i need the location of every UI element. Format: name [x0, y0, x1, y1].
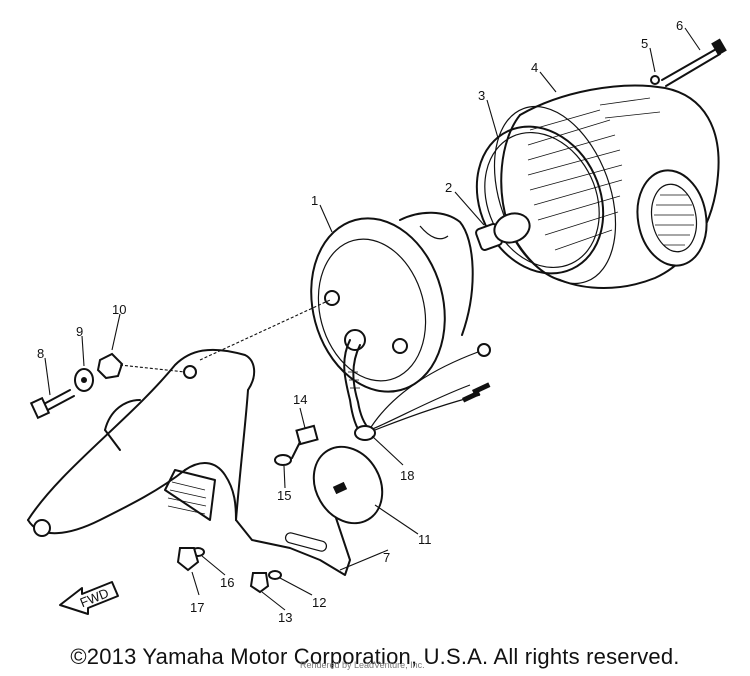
wire-clip-part — [354, 425, 376, 441]
callout-18: 18 — [400, 468, 414, 483]
lens-gasket-part — [475, 125, 605, 275]
fwd-arrow-icon: FWD — [59, 581, 119, 615]
callout-9: 9 — [76, 324, 83, 339]
callout-5: 5 — [641, 36, 648, 51]
watermark: Rendered by LeadVenture, Inc. — [300, 660, 425, 670]
callout-10: 10 — [112, 302, 126, 317]
callout-11: 11 — [418, 532, 432, 547]
leader-lines — [44, 27, 701, 611]
callout-labels: 1 2 3 4 5 6 7 8 9 10 11 12 13 14 15 16 1… — [37, 18, 683, 625]
callout-3: 3 — [478, 88, 485, 103]
callout-13: 13 — [278, 610, 292, 625]
callout-12: 12 — [312, 595, 326, 610]
screw-and-washer-parts — [650, 38, 727, 87]
copyright-notice: ©2013 Yamaha Motor Corporation, U.S.A. A… — [70, 644, 680, 669]
callout-17: 17 — [190, 600, 204, 615]
bolt-washer-nut-parts-8-9-10 — [29, 352, 124, 420]
callout-8: 8 — [37, 346, 44, 361]
callout-1: 1 — [311, 193, 318, 208]
tail-light-bracket-part — [27, 348, 256, 537]
callout-6: 6 — [676, 18, 683, 33]
reflector-part — [312, 445, 384, 525]
callout-7: 7 — [383, 550, 390, 565]
callout-16: 16 — [220, 575, 234, 590]
callout-4: 4 — [531, 60, 538, 75]
lamp-base-part — [310, 211, 491, 436]
callout-15: 15 — [277, 488, 291, 503]
lens-housing-part — [493, 84, 720, 289]
bulb-part — [475, 212, 531, 251]
bolt-and-washer-parts — [274, 424, 319, 466]
callout-14: 14 — [293, 392, 307, 407]
nut-and-washer-parts-16-17 — [176, 547, 205, 572]
callout-2: 2 — [445, 180, 452, 195]
nut-and-washer-parts-12-13 — [249, 570, 282, 594]
